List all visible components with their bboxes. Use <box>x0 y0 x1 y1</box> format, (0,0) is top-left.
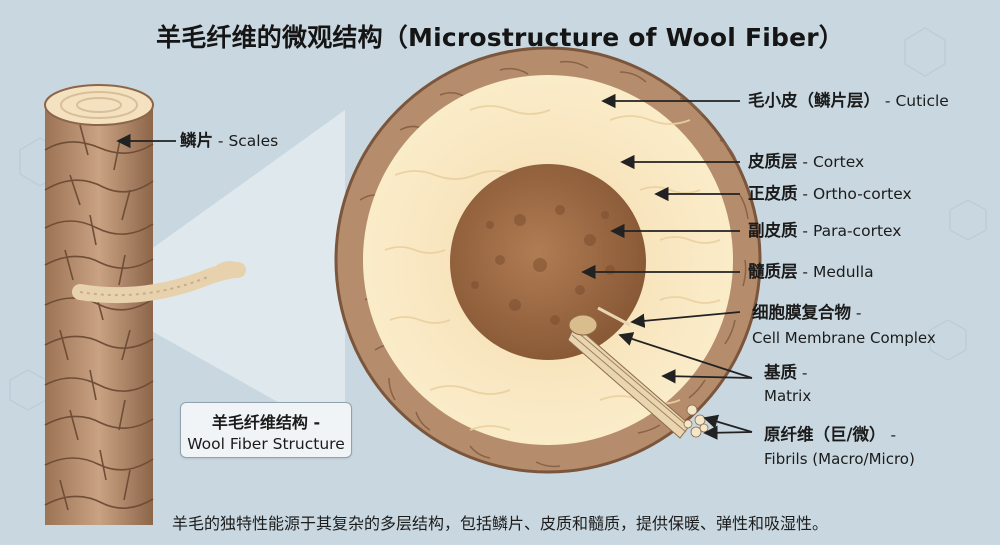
label-scales: 鳞片 - Scales <box>180 131 279 150</box>
label-medulla: 髓质层 - Medulla <box>748 262 874 281</box>
arrow-cmc <box>630 311 741 329</box>
structure-label-zh: 羊毛纤维结构 - <box>211 413 321 432</box>
arrow-fibrils-1 <box>703 414 753 433</box>
arrow-matrix-1 <box>618 332 753 379</box>
magnification-cone <box>150 110 345 440</box>
arrow-matrix-2 <box>661 369 753 384</box>
cross-section <box>334 46 762 474</box>
arrow-fibrils-2 <box>703 425 753 440</box>
structure-label-en: Wool Fiber Structure <box>187 435 345 453</box>
label-cortex: 皮质层 - Cortex <box>748 152 865 171</box>
wool-fiber-illustration <box>44 84 246 525</box>
label-cmc: 细胞膜复合物 - <box>752 303 862 322</box>
label-fibrils-en: Fibrils (Macro/Micro) <box>764 450 915 468</box>
page-title: 羊毛纤维的微观结构（Microstructure of Wool Fiber） <box>156 23 844 52</box>
label-fibrils: 原纤维（巨/微） - <box>764 425 897 444</box>
label-matrix-en: Matrix <box>764 387 812 405</box>
label-ortho-cortex: 正皮质 - Ortho-cortex <box>748 184 912 203</box>
background-molecule-decor <box>9 27 987 411</box>
label-cuticle: 毛小皮（鳞片层） - Cuticle <box>748 91 949 110</box>
structure-label-box: 羊毛纤维结构 - Wool Fiber Structure <box>180 402 352 458</box>
label-para-cortex: 副皮质 - Para-cortex <box>748 221 902 240</box>
label-cmc-en: Cell Membrane Complex <box>752 329 936 347</box>
label-matrix: 基质 - <box>764 363 808 382</box>
caption: 羊毛的独特性能源于其复杂的多层结构，包括鳞片、皮质和髓质，提供保暖、弹性和吸湿性… <box>171 514 828 533</box>
